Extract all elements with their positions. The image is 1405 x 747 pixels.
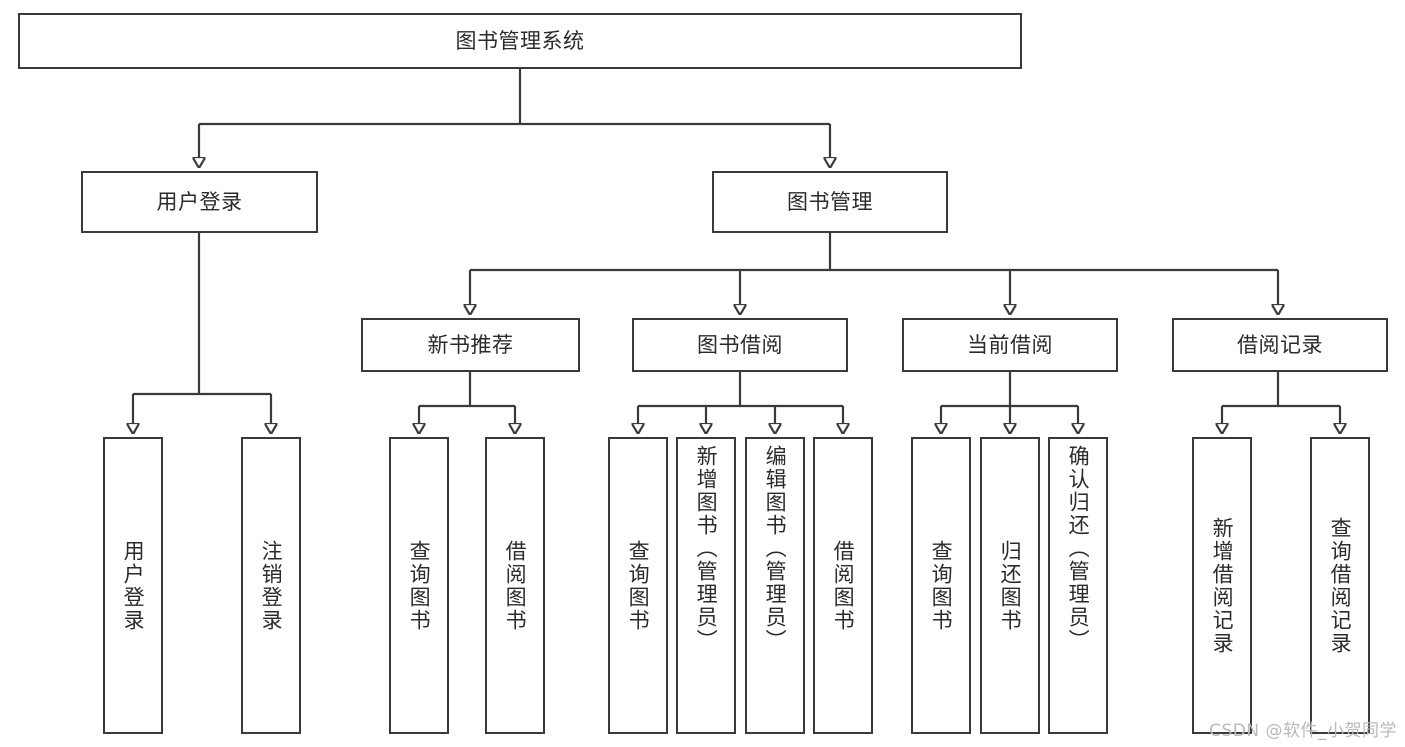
leaf-new-book-query[interactable]: 查询图书 [389, 437, 449, 734]
node-label: 查询图书 [929, 539, 954, 632]
leaf-edit-book-admin[interactable]: 编辑图书（管理员） [745, 437, 805, 734]
node-label: 用户登录 [156, 189, 243, 214]
node-label: 图书管理 [787, 189, 873, 214]
node-borrow-record[interactable]: 借阅记录 [1172, 318, 1388, 372]
node-label: 查询图书 [407, 539, 432, 632]
node-label: 借阅图书 [503, 539, 528, 632]
node-label: 借阅记录 [1237, 332, 1323, 357]
node-label: 确认归还（管理员） [1066, 445, 1091, 652]
node-label: 查询图书 [626, 539, 651, 632]
leaf-user-login[interactable]: 用户登录 [103, 437, 163, 734]
node-label: 图书管理系统 [455, 28, 585, 53]
node-label: 新增借阅记录 [1210, 516, 1235, 655]
leaf-add-book-admin[interactable]: 新增图书（管理员） [676, 437, 736, 734]
leaf-new-book-borrow[interactable]: 借阅图书 [485, 437, 545, 734]
node-label: 图书借阅 [697, 332, 783, 357]
node-label: 注销登录 [259, 539, 284, 632]
node-root-system[interactable]: 图书管理系统 [18, 13, 1022, 69]
node-label: 用户登录 [121, 539, 146, 632]
csdn-watermark: CSDN @软件_小贺同学 [1209, 721, 1397, 741]
node-book-management[interactable]: 图书管理 [712, 171, 948, 233]
node-user-login[interactable]: 用户登录 [81, 171, 318, 233]
leaf-current-query-book[interactable]: 查询图书 [911, 437, 971, 734]
node-current-borrow[interactable]: 当前借阅 [902, 318, 1118, 372]
node-label: 新增图书（管理员） [694, 445, 719, 652]
node-label: 当前借阅 [967, 332, 1053, 357]
leaf-logout[interactable]: 注销登录 [241, 437, 301, 734]
node-label: 借阅图书 [831, 539, 856, 632]
node-label: 查询借阅记录 [1328, 516, 1353, 655]
node-label: 归还图书 [998, 539, 1023, 632]
node-book-borrow[interactable]: 图书借阅 [632, 318, 848, 372]
node-label: 新书推荐 [427, 332, 514, 357]
leaf-borrow-query-book[interactable]: 查询图书 [608, 437, 668, 734]
leaf-confirm-return-admin[interactable]: 确认归还（管理员） [1048, 437, 1108, 734]
node-label: 编辑图书（管理员） [763, 445, 788, 652]
node-new-book-recommend[interactable]: 新书推荐 [361, 318, 580, 372]
leaf-borrow-book[interactable]: 借阅图书 [813, 437, 873, 734]
leaf-return-book[interactable]: 归还图书 [980, 437, 1040, 734]
leaf-add-borrow-record[interactable]: 新增借阅记录 [1192, 437, 1252, 734]
leaf-query-borrow-record[interactable]: 查询借阅记录 [1310, 437, 1370, 734]
